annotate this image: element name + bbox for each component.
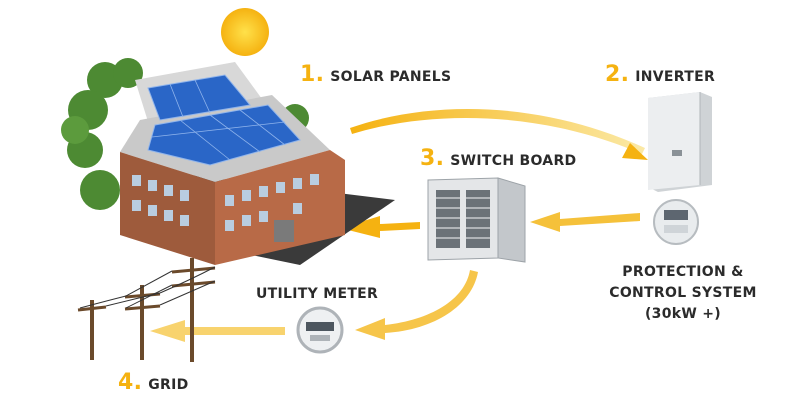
protection-meter-icon — [653, 199, 699, 245]
arrow-panels-to-inverter — [350, 109, 645, 154]
switch-board-label: SWITCH BOARD — [450, 153, 577, 169]
utility-meter-icon — [296, 306, 344, 354]
grid-label: GRID — [148, 377, 189, 393]
inverter-icon — [648, 92, 712, 192]
step-number-2: 2. — [605, 62, 630, 87]
label-switch-board: 3. SWITCH BOARD — [420, 146, 576, 171]
utility-meter-label: UTILITY METER — [256, 286, 379, 302]
step-number-1: 1. — [300, 62, 325, 87]
flow-arrows — [150, 109, 648, 342]
solar-panels-label: SOLAR PANELS — [330, 69, 452, 85]
sun-icon — [221, 8, 269, 56]
arrow-meter-to-grid — [150, 320, 285, 342]
label-inverter: 2. INVERTER — [605, 62, 715, 87]
power-pole-icon — [77, 258, 216, 362]
protection-line-3: (30kW +) — [644, 306, 722, 322]
step-number-4: 4. — [118, 370, 143, 395]
arrow-switch-to-building — [340, 216, 420, 238]
arrow-protection-to-switch — [530, 212, 640, 232]
protection-line-1: PROTECTION & — [622, 264, 744, 280]
label-solar-panels: 1. SOLAR PANELS — [300, 62, 451, 87]
label-grid: 4. GRID — [118, 370, 189, 395]
switchboard-icon — [427, 177, 526, 263]
protection-line-2: CONTROL SYSTEM — [609, 285, 757, 301]
building-icon — [61, 58, 395, 265]
arrow-switch-to-meter — [355, 270, 478, 340]
protection-label: PROTECTION & CONTROL SYSTEM (30kW +) — [598, 262, 768, 325]
inverter-label: INVERTER — [635, 69, 716, 85]
step-number-3: 3. — [420, 146, 445, 171]
